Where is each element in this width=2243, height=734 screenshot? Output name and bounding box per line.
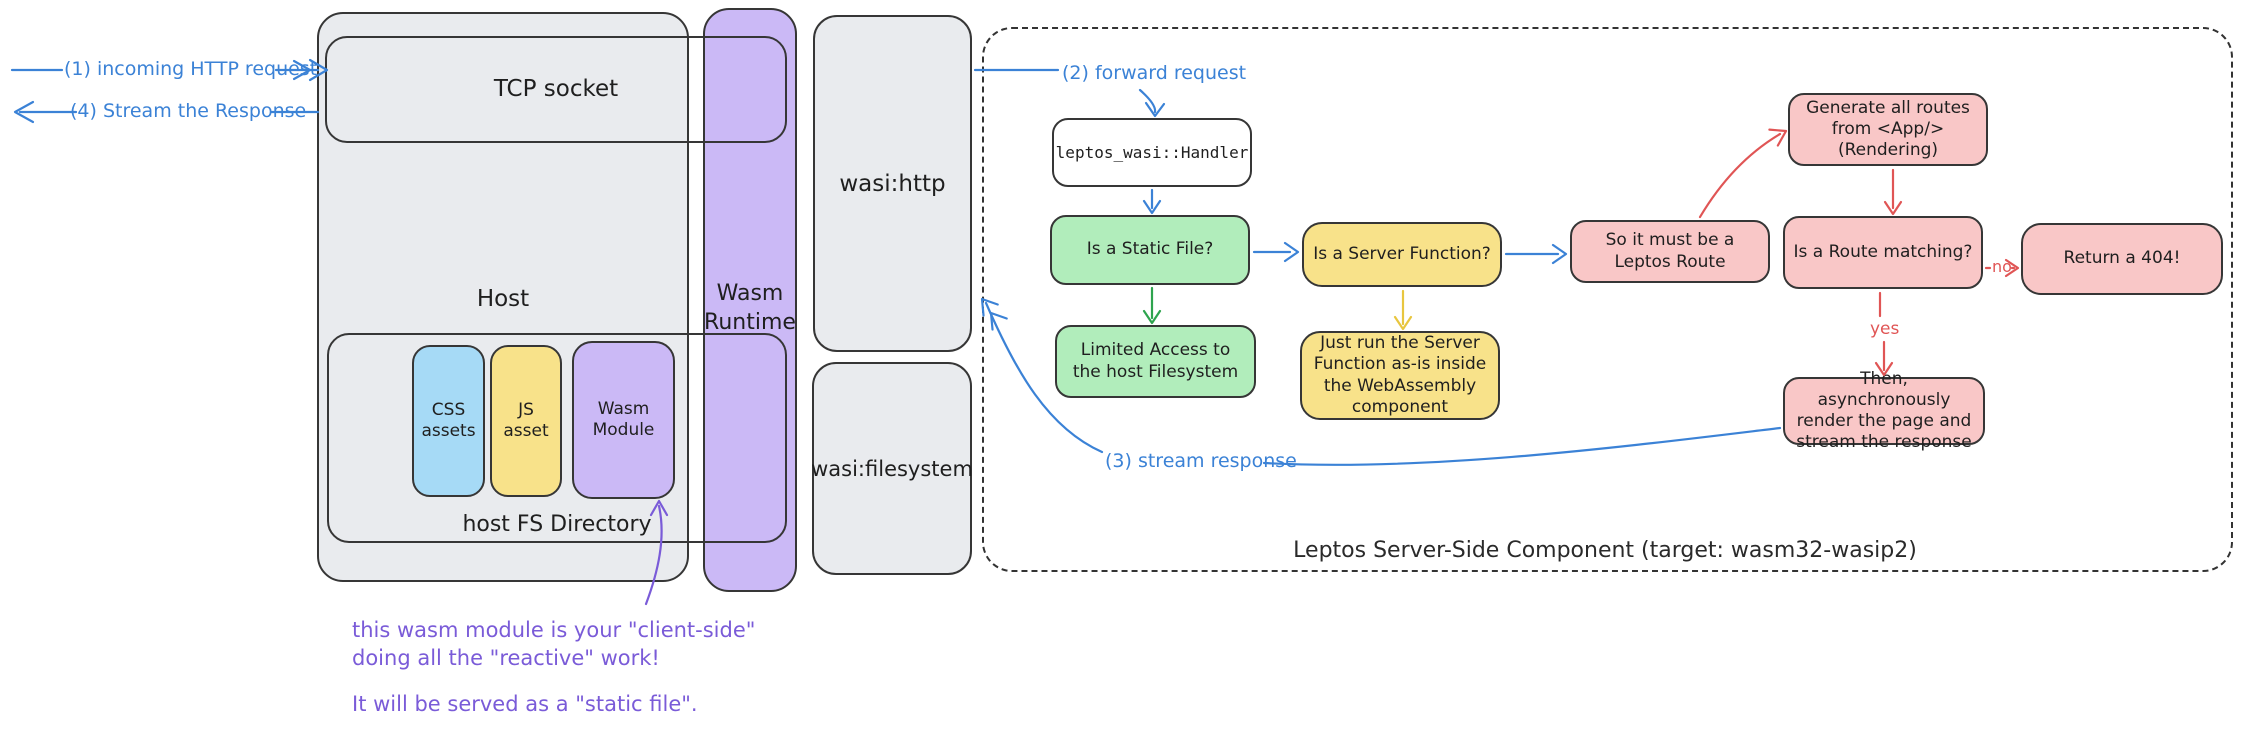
- leptos-component-box: [982, 27, 2233, 572]
- tcp-socket-box: [325, 36, 787, 143]
- annotation-line2: doing all the "reactive" work!: [352, 646, 660, 670]
- leptos-component-caption: Leptos Server-Side Component (target: wa…: [1293, 538, 1917, 563]
- limited-access-label: Limited Access to the host Filesystem: [1072, 340, 1239, 382]
- then-render-label: Then, asynchronously render the page and…: [1796, 368, 1972, 453]
- tcp-socket-label: TCP socket: [493, 76, 619, 102]
- limited-access-node: Limited Access to the host Filesystem: [1055, 325, 1256, 398]
- no-label: no: [1992, 257, 2012, 276]
- leptos-route-node: So it must be a Leptos Route: [1570, 220, 1770, 283]
- static-file-node: Is a Static File?: [1050, 215, 1250, 285]
- wasm-runtime-label: Wasm Runtime: [704, 281, 796, 335]
- yes-label: yes: [1870, 319, 1900, 339]
- generate-routes-node: Generate all routes from <App/> (Renderi…: [1788, 93, 1988, 166]
- js-asset-label: JS asset: [503, 399, 549, 441]
- wasm-runtime-box: [703, 8, 797, 592]
- wasm-module-box: Wasm Module: [572, 341, 675, 499]
- handler-node: leptos_wasi::Handler: [1052, 118, 1252, 187]
- return-404-label: Return a 404!: [2063, 248, 2181, 269]
- generate-routes-label: Generate all routes from <App/> (Renderi…: [1806, 97, 1970, 161]
- just-run-node: Just run the Server Function as-is insid…: [1300, 331, 1500, 420]
- annotation-line3: It will be served as a "static file".: [352, 692, 698, 716]
- return-404-node: Return a 404!: [2021, 223, 2223, 295]
- handler-label: leptos_wasi::Handler: [1055, 143, 1249, 162]
- host-fs-directory-box: [327, 333, 787, 543]
- css-assets-label: CSS assets: [421, 399, 476, 441]
- forward-request-label: (2) forward request: [1062, 62, 1247, 84]
- annotation-line1: this wasm module is your "client-side": [352, 618, 756, 642]
- incoming-request-label: (1) incoming HTTP request: [64, 58, 318, 80]
- wasm-module-label: Wasm Module: [592, 398, 655, 440]
- host-fs-directory-label: host FS Directory: [462, 512, 652, 537]
- just-run-label: Just run the Server Function as-is insid…: [1313, 333, 1487, 417]
- wasi-http-box: wasi:http: [813, 15, 972, 352]
- server-function-label: Is a Server Function?: [1313, 243, 1491, 264]
- static-file-label: Is a Static File?: [1086, 239, 1214, 260]
- wasi-http-label: wasi:http: [839, 170, 946, 197]
- wasi-filesystem-box: wasi:filesystem: [811, 362, 973, 575]
- route-matching-node: Is a Route matching?: [1783, 216, 1983, 289]
- route-matching-label: Is a Route matching?: [1793, 241, 1973, 262]
- stream-response-label: (3) stream response: [1105, 450, 1297, 472]
- then-render-node: Then, asynchronously render the page and…: [1783, 369, 1985, 452]
- server-function-node: Is a Server Function?: [1302, 222, 1502, 287]
- stream-the-response-label: (4) Stream the Response: [70, 100, 307, 122]
- host-label: Host: [476, 286, 530, 312]
- leptos-route-label: So it must be a Leptos Route: [1605, 230, 1735, 272]
- wasi-filesystem-label: wasi:filesystem: [811, 456, 973, 481]
- js-asset-box: JS asset: [490, 345, 562, 497]
- css-assets-box: CSS assets: [412, 345, 485, 497]
